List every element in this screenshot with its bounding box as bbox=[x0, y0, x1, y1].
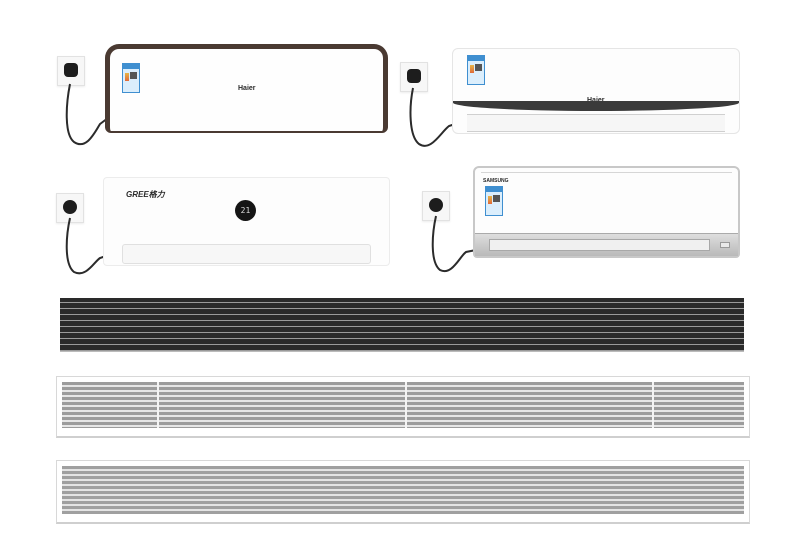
power-plug-icon bbox=[63, 200, 77, 214]
ac-unit-haier-swoosh: Haier bbox=[452, 48, 740, 134]
top-vent-line bbox=[481, 172, 732, 173]
power-cable bbox=[65, 83, 109, 145]
grille-divider bbox=[652, 382, 654, 428]
brand-logo: SAMSUNG bbox=[483, 178, 509, 184]
bottom-panel bbox=[475, 233, 738, 256]
power-plug-icon bbox=[64, 63, 78, 77]
energy-label-icon bbox=[485, 186, 503, 216]
energy-label-icon bbox=[467, 55, 485, 85]
ac-unit-gree: GREE格力 21 bbox=[103, 177, 390, 266]
ac-unit-haier-dark: Haier bbox=[105, 44, 388, 133]
wall-socket bbox=[400, 62, 428, 92]
air-outlet bbox=[489, 239, 710, 251]
silver-continuous-grille bbox=[56, 460, 750, 524]
power-plug-icon bbox=[407, 69, 421, 83]
grille-divider bbox=[157, 382, 159, 428]
temperature-display: 21 bbox=[235, 200, 256, 221]
grille-slats bbox=[62, 466, 744, 514]
black-linear-grille bbox=[60, 298, 744, 352]
power-cable bbox=[65, 217, 107, 275]
power-plug-icon bbox=[429, 198, 443, 212]
indicator-icon bbox=[720, 242, 730, 248]
brand-logo: Haier bbox=[238, 85, 256, 92]
silver-sectioned-grille bbox=[56, 376, 750, 438]
air-flap bbox=[122, 244, 371, 264]
brand-logo: Haier bbox=[587, 97, 605, 104]
air-vent bbox=[467, 114, 725, 132]
grille-divider bbox=[405, 382, 407, 428]
ac-unit-samsung: SAMSUNG bbox=[473, 166, 740, 258]
power-cable bbox=[409, 87, 456, 147]
grille-slats bbox=[62, 382, 744, 428]
power-cable bbox=[431, 215, 477, 273]
brand-logo: GREE格力 bbox=[126, 190, 165, 199]
decorative-swoosh bbox=[453, 101, 739, 111]
wall-socket bbox=[57, 56, 85, 86]
energy-label-icon bbox=[122, 63, 140, 93]
